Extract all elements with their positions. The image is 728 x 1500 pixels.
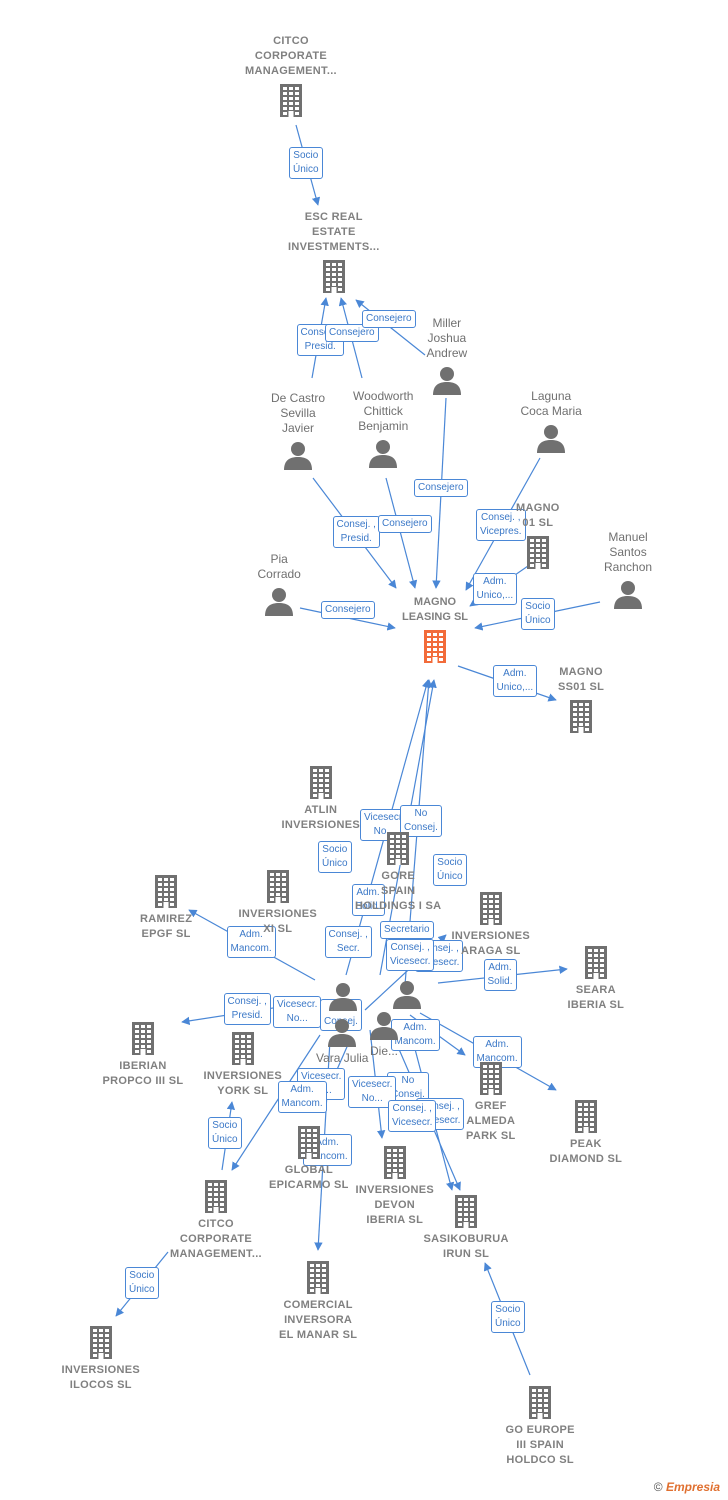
building-icon[interactable] [573,1099,599,1138]
company-name[interactable]: GREF ALMEDA PARK SL [466,1100,516,1142]
person-icon[interactable] [283,440,313,475]
relation-label[interactable]: Socio Único [318,841,352,873]
relation-label[interactable]: Adm. Unico,... [492,665,538,697]
company-name[interactable]: ESC REAL ESTATE INVESTMENTS... [288,211,380,253]
relation-label[interactable]: Adm. Mancom. [277,1081,327,1113]
relation-edge [385,477,418,589]
building-icon[interactable] [130,1021,156,1060]
person-icon[interactable] [536,423,566,458]
relation-label[interactable]: Socio Único [208,1117,242,1149]
relation-label[interactable]: Adm. Solid. [351,884,385,916]
building-icon[interactable] [308,765,334,804]
relation-label[interactable]: Adm. Mancom. [390,1019,440,1051]
person-icon[interactable] [368,438,398,473]
relation-label[interactable]: Consej. , Vicesecr. [388,1100,437,1132]
company-name[interactable]: COMERCIAL INVERSORA EL MANAR SL [279,1299,358,1341]
company-name[interactable]: MAGNO LEASING SL [402,596,469,623]
building-icon[interactable] [278,83,304,122]
relation-label[interactable]: Consejero [362,310,416,328]
relation-label[interactable]: Socio Único [433,854,467,886]
person-icon[interactable] [369,1010,399,1045]
person-name[interactable]: Woodworth Chittick Benjamin [353,389,414,433]
company-name[interactable]: SASIKOBURUA IRUN SL [423,1233,509,1260]
building-icon[interactable] [385,831,411,870]
company-name[interactable]: MAGNO SS01 SL [558,666,605,693]
person-icon[interactable] [613,579,643,614]
company-name[interactable]: ATLIN INVERSIONES [281,804,360,831]
person-name[interactable]: Die... [370,1044,399,1058]
building-icon[interactable] [296,1125,322,1164]
building-icon[interactable] [583,945,609,984]
company-name[interactable]: INVERSIONES YORK SL [203,1070,282,1097]
person-name[interactable]: Manuel Santos Ranchon [604,530,653,574]
person-icon[interactable] [327,1017,357,1052]
company-name[interactable]: INVERSIONES XI SL [238,908,317,935]
person-name[interactable]: Pia Corrado [257,552,301,581]
company-name[interactable]: CITCO CORPORATE MANAGEMENT... [245,35,337,77]
building-icon[interactable] [153,874,179,913]
person-name[interactable]: Vara Julia [316,1051,369,1065]
relation-label[interactable]: Socio Único [289,147,323,179]
company-name[interactable]: PEAK DIAMOND SL [549,1138,623,1165]
company-name[interactable]: GORE SPAIN HOLDINGS I SA [355,870,442,912]
building-icon[interactable] [88,1325,114,1364]
company-name[interactable]: SEARA IBERIA SL [567,984,625,1011]
relation-label[interactable]: Consejero [378,515,432,533]
company-name[interactable]: MAGNO 01 SL [516,502,560,529]
building-icon[interactable] [422,629,448,668]
building-icon[interactable] [527,1385,553,1424]
company-name[interactable]: GO EUROPE III SPAIN HOLDCO SL [505,1424,575,1466]
building-icon[interactable] [305,1260,331,1299]
person-name[interactable]: Laguna Coca Maria [520,389,582,418]
building-icon[interactable] [203,1179,229,1218]
relation-label[interactable]: Secretario [380,921,434,939]
person-icon[interactable] [432,365,462,400]
company-name[interactable]: CITCO CORPORATE MANAGEMENT... [170,1218,262,1260]
relation-label[interactable]: Consej. , Secr. [324,926,372,958]
company-name[interactable]: INVERSIONES ILOCOS SL [61,1364,140,1391]
person-icon[interactable] [328,981,358,1016]
brand-logo[interactable]: Empresia [665,1480,720,1494]
person-icon[interactable] [392,979,422,1014]
relation-edge [231,1034,321,1171]
building-icon[interactable] [382,1145,408,1184]
company-name[interactable]: IBERIAN PROPCO III SL [102,1060,184,1087]
copyright-symbol: © [653,1480,663,1494]
relation-label[interactable]: Consej. , Presid. [223,993,271,1025]
company-name[interactable]: RAMIREZ EPGF SL [140,913,193,940]
building-icon[interactable] [265,869,291,908]
copyright: © Empresia [654,1480,720,1494]
building-icon[interactable] [230,1031,256,1070]
relation-label[interactable]: Consejero [325,324,379,342]
relation-label[interactable]: Consej. , Vicesecr. [386,939,435,971]
relation-label[interactable]: Consejero [321,601,375,619]
relation-label[interactable]: Socio Único [521,598,555,630]
relation-label[interactable]: Adm. Mancom. [226,926,276,958]
relation-label[interactable]: Consej. , Presid. [332,516,380,548]
building-icon[interactable] [321,259,347,298]
relation-label[interactable]: Consej. , Vicepres. [476,509,526,541]
relation-label[interactable]: Socio Único [125,1267,159,1299]
building-icon[interactable] [568,699,594,738]
relation-label[interactable]: Adm. Unico,... [472,573,518,605]
building-icon[interactable] [478,891,504,930]
building-icon[interactable] [478,1061,504,1100]
person-name[interactable]: Miller Joshua Andrew [426,316,468,360]
relation-label[interactable]: Consejero [414,479,468,497]
relation-label[interactable]: Vicesecr. No... [273,996,322,1028]
company-name[interactable]: GLOBAL EPICARMO SL [269,1164,349,1191]
relation-label[interactable]: Adm. Solid. [483,959,517,991]
relation-label[interactable]: No Consej. [400,805,442,837]
building-icon[interactable] [525,535,551,574]
building-icon[interactable] [453,1194,479,1233]
person-icon[interactable] [264,586,294,621]
relation-label[interactable]: Socio Único [491,1301,525,1333]
person-name[interactable]: De Castro Sevilla Javier [271,391,326,435]
company-name[interactable]: INVERSIONES ARAGA SL [451,930,530,957]
company-name[interactable]: INVERSIONES DEVON IBERIA SL [355,1184,434,1226]
